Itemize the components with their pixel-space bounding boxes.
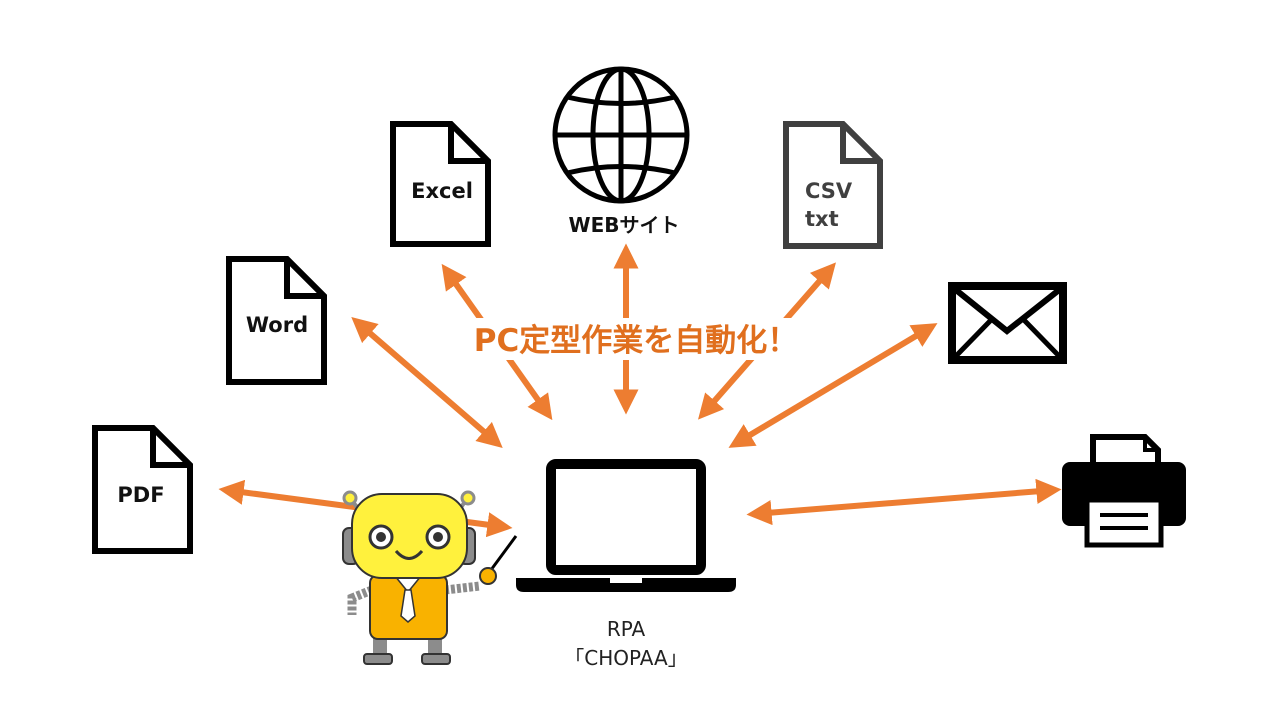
headline-text: PC定型作業を自動化！ xyxy=(474,323,798,359)
excel-document-icon: Excel xyxy=(390,121,491,247)
csv-document-icon: CSV txt xyxy=(783,121,883,249)
word-label: Word xyxy=(246,313,308,337)
globe-icon xyxy=(552,66,690,204)
robot-mascot xyxy=(342,490,518,665)
arrow-printer xyxy=(746,478,1062,526)
arrow-word xyxy=(351,317,503,448)
web-label: WEBサイト xyxy=(569,213,680,237)
excel-label: Excel xyxy=(411,179,473,203)
headline-backing xyxy=(465,318,805,360)
envelope-icon xyxy=(948,282,1067,364)
rpa-caption: RPA xyxy=(607,617,646,641)
pdf-document-icon: PDF xyxy=(92,425,193,554)
pdf-label: PDF xyxy=(117,483,164,507)
printer-icon xyxy=(1062,434,1186,548)
csv-label: CSV xyxy=(805,179,853,203)
arrows xyxy=(218,243,1062,538)
txt-label: txt xyxy=(805,207,839,231)
word-document-icon: Word xyxy=(226,256,327,385)
chopaa-caption: 「CHOPAA」 xyxy=(564,646,687,670)
arrow-mail xyxy=(728,323,938,448)
laptop-icon xyxy=(516,459,736,592)
